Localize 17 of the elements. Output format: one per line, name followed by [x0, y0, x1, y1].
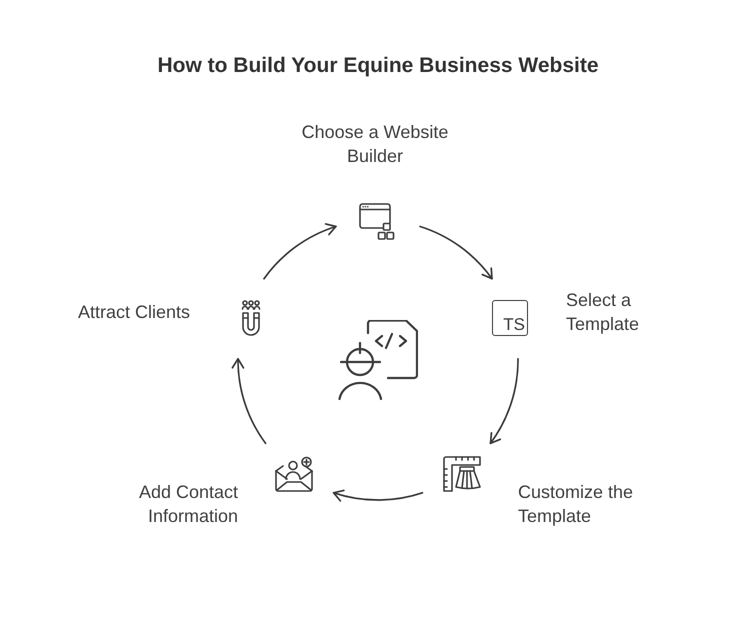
curved-arrow	[263, 224, 337, 280]
curved-arrow	[332, 488, 424, 502]
envelope-person-plus-icon	[275, 456, 313, 493]
template-code-box	[492, 300, 528, 336]
browser-window-blocks-icon	[359, 203, 396, 240]
step-label: Customize the Template	[518, 481, 634, 528]
curved-arrow	[490, 358, 519, 444]
step-label: Select a Template	[566, 289, 640, 336]
step-label: Add Contact Information	[138, 481, 238, 528]
diagram-title: How to Build Your Equine Business Website	[156, 53, 600, 79]
step-label: Choose a Website Builder	[300, 121, 450, 168]
step-label: Attract Clients	[76, 301, 190, 324]
magnet-people-icon	[241, 300, 261, 336]
ruler-skirt-icon	[443, 456, 481, 492]
curved-arrow	[232, 358, 266, 444]
node-text: TS	[503, 315, 525, 335]
curved-arrow	[419, 226, 493, 280]
